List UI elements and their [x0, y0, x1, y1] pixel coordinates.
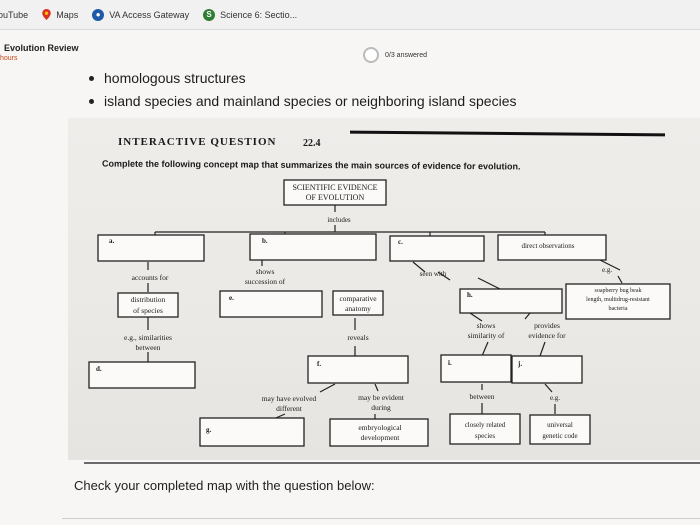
bookmark-label: VA Access Gateway — [109, 9, 190, 20]
may-be-evident-label-2: during — [371, 403, 391, 412]
succession-label: succession of — [245, 277, 286, 286]
shows-similarity-label-2: similarity of — [468, 331, 505, 340]
bookmark-science[interactable]: S Science 6: Sectio... — [203, 8, 298, 21]
embryological-label-1: embryological — [358, 423, 401, 432]
eg-similarities-label-1: e.g., similarities — [124, 333, 172, 342]
bookmarks-bar: ouTube Maps ● VA Access Gateway S Scienc… — [0, 0, 700, 30]
includes-label: includes — [327, 216, 351, 224]
blank-d-box — [88, 361, 196, 389]
soapberry-label-2: length, multidrug-resistant — [586, 297, 650, 303]
shows-label: shows — [256, 267, 275, 276]
comparative-anatomy-box — [332, 290, 384, 316]
blank-i-box — [440, 354, 512, 383]
progress-ring-icon — [363, 47, 379, 63]
bookmark-label: Maps — [56, 9, 79, 20]
assignment-header: Evolution Review hours — [0, 30, 700, 68]
blank-f-label: f. — [317, 360, 321, 368]
direct-observations-box — [497, 234, 607, 261]
bookmark-va-access-gateway[interactable]: ● VA Access Gateway — [92, 8, 190, 21]
blank-c-box — [389, 235, 485, 262]
may-be-evident-label-1: may be evident — [358, 393, 405, 402]
question-number: 22.4 — [303, 138, 321, 149]
blank-h-box — [459, 288, 563, 314]
blank-b-box — [249, 233, 377, 261]
provides-label-1: provides — [534, 321, 560, 330]
accounts-for-label: accounts for — [132, 273, 169, 282]
soapberry-label-3: bacteria — [609, 306, 628, 312]
closely-related-box — [449, 413, 521, 445]
list-item: island species and mainland species or n… — [88, 93, 516, 116]
list-item: homologous structures — [88, 70, 516, 93]
page-title: Evolution Review — [4, 43, 79, 53]
blank-g-box — [199, 417, 305, 447]
comparative-label-1: comparative — [339, 294, 377, 303]
embryological-box — [329, 418, 429, 447]
bullet-list: homologous structures island species and… — [88, 70, 516, 116]
blank-b-label: b. — [262, 237, 268, 245]
distribution-label-2: of species — [133, 306, 163, 315]
due-subtitle: hours — [0, 55, 18, 62]
answered-count: 0/3 answered — [385, 52, 428, 59]
s-badge-icon: S — [203, 8, 216, 21]
blank-g-label: g. — [206, 426, 212, 434]
blank-f-box — [307, 355, 409, 384]
bookmark-maps[interactable]: Maps — [42, 9, 78, 20]
check-prompt: Check your completed map with the questi… — [74, 478, 375, 493]
root-label-1: SCIENTIFIC EVIDENCE — [292, 183, 377, 192]
bookmark-label: Science 6: Sectio... — [220, 9, 298, 20]
provides-label-2: evidence for — [528, 331, 566, 340]
universal-code-box — [529, 414, 591, 445]
closely-related-label-1: closely related — [465, 421, 506, 429]
seen-with-label: seen with — [420, 270, 447, 278]
blank-h-label: h. — [467, 291, 473, 299]
may-have-evolved-label-2: different — [276, 404, 303, 413]
soapberry-label-1: soapberry bug beak — [595, 288, 642, 294]
answer-area[interactable] — [62, 518, 700, 525]
blank-j-label: j. — [517, 360, 522, 368]
soapberry-box — [565, 283, 671, 320]
root-box — [283, 179, 387, 206]
between-label: between — [470, 392, 495, 401]
direct-observations-label: direct observations — [521, 242, 574, 250]
eg-bottom-label: e.g. — [550, 394, 560, 402]
closely-related-label-2: species — [475, 432, 495, 440]
blank-a-box — [97, 234, 205, 262]
section-divider — [84, 462, 700, 464]
universal-label-1: universal — [547, 421, 573, 429]
eg-similarities-label-2: between — [136, 343, 161, 352]
blank-i-label: i. — [448, 359, 452, 367]
blank-e-label: e. — [229, 294, 234, 302]
bookmark-label: ouTube — [0, 9, 29, 20]
root-label-2: OF EVOLUTION — [306, 193, 365, 202]
blank-c-label: c. — [398, 238, 403, 246]
shows-similarity-label-1: shows — [477, 321, 496, 330]
eg-top-label: e.g. — [602, 266, 612, 274]
bookmark-youtube[interactable]: ouTube — [0, 10, 28, 20]
distribution-label-1: distribution — [131, 295, 166, 304]
may-have-evolved-label-1: may have evolved — [262, 394, 317, 403]
blank-d-label: d. — [96, 365, 102, 373]
blank-a-label: a. — [109, 237, 115, 245]
reveals-label: reveals — [347, 333, 368, 342]
distribution-box — [117, 292, 179, 318]
embryological-label-2: development — [361, 433, 401, 442]
lock-icon: ● — [92, 8, 105, 21]
universal-label-2: genetic code — [542, 432, 577, 440]
question-heading: INTERACTIVE QUESTION — [118, 136, 277, 148]
blank-j-box — [511, 355, 583, 384]
comparative-label-2: anatomy — [345, 304, 371, 313]
map-pin-icon — [42, 9, 51, 20]
blank-e-box — [219, 290, 323, 318]
